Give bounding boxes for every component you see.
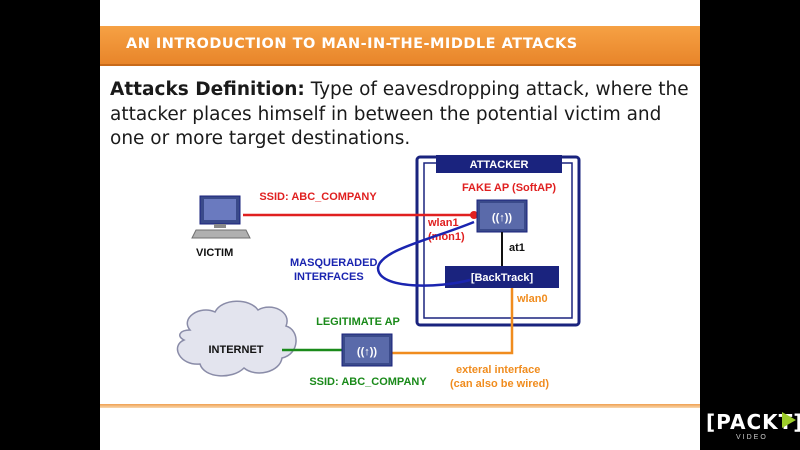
ssid-bottom-label: SSID: ABC_COMPANY xyxy=(309,376,427,388)
definition-term: Attacks Definition xyxy=(110,79,298,100)
definition-body: Type of eavesdropping attack, where the … xyxy=(110,79,689,149)
definition-text: Attacks Definition: Type of eavesdroppin… xyxy=(110,78,690,152)
masquerade-line2: INTERFACES xyxy=(294,271,364,283)
victim-computer-icon xyxy=(191,195,251,239)
legit-ap-device-face xyxy=(345,337,389,363)
internet-label: INTERNET xyxy=(209,344,264,356)
logo-sub: VIDEO xyxy=(736,434,768,441)
at1-label: at1 xyxy=(509,242,525,254)
victim-label: VICTIM xyxy=(196,247,233,259)
slide-title: AN INTRODUCTION TO MAN-IN-THE-MIDDLE ATT… xyxy=(126,36,578,52)
wlan1-port-dot xyxy=(470,211,478,219)
masquerade-line1: MASQUERADED xyxy=(290,257,377,269)
wlan0-label: wlan0 xyxy=(516,293,548,305)
slide: AN INTRODUCTION TO MAN-IN-THE-MIDDLE ATT… xyxy=(100,0,700,450)
ssid-top-label: SSID: ABC_COMPANY xyxy=(259,191,377,203)
header-bar: AN INTRODUCTION TO MAN-IN-THE-MIDDLE ATT… xyxy=(100,26,700,66)
external-interface-line1: exteral interface xyxy=(456,364,540,376)
play-icon xyxy=(782,412,796,428)
wlan1-label: wlan1 xyxy=(427,217,459,229)
attacker-title-bg xyxy=(436,155,562,173)
legit-ap-label: LEGITIMATE AP xyxy=(316,316,400,328)
fake-ap-label: FAKE AP (SoftAP) xyxy=(462,182,556,194)
packt-logo: [PACKT] VIDEO xyxy=(706,410,800,444)
backtrack-label: [BackTrack] xyxy=(471,272,534,284)
definition-colon: : xyxy=(297,79,305,100)
external-interface-line2: (can also be wired) xyxy=(450,378,549,390)
mon1-label: (mon1) xyxy=(428,231,465,243)
wlan0-link-line xyxy=(392,288,514,355)
backtrack-box xyxy=(445,266,559,288)
masquerade-loop xyxy=(376,220,475,287)
attacker-title: ATTACKER xyxy=(470,159,529,171)
internet-cloud-icon xyxy=(176,300,297,377)
footer-line xyxy=(100,404,700,408)
legit-ap-icon: ((↑)) xyxy=(357,346,377,358)
fake-ap-device-face xyxy=(480,203,524,229)
fake-ap-icon: ((↑)) xyxy=(492,212,512,224)
